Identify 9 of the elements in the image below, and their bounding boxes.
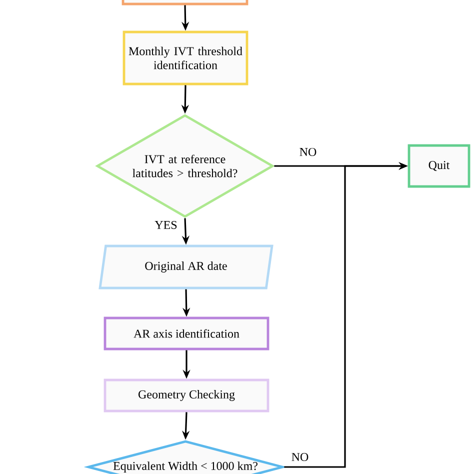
process-box xyxy=(122,0,248,6)
process-box: Monthly IVT threshold identification xyxy=(122,30,248,86)
terminal-box: Quit xyxy=(408,144,470,188)
process-box: AR axis identification xyxy=(104,316,270,350)
edge-label: YES xyxy=(154,220,178,230)
data-parallelogram: Original AR date xyxy=(98,244,274,290)
edge-label: NO xyxy=(298,146,318,158)
edge-label: NO xyxy=(290,452,310,462)
process-box: Geometry Checking xyxy=(104,378,270,412)
